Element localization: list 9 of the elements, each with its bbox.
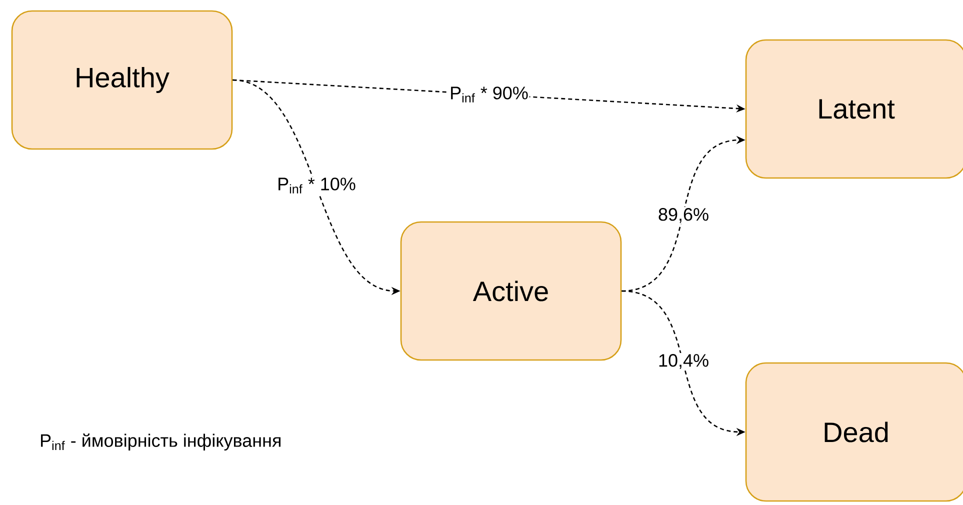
edge-label: 10,4%: [656, 353, 710, 370]
state-box: Latent: [745, 39, 963, 179]
note-text: P$_{inf}$ - ймовірність інфікування: [41, 433, 280, 451]
edge-label: 89,6%: [656, 207, 710, 224]
state-box: Dead: [745, 362, 963, 502]
edge-label: P$_{inf}$ * 10%: [276, 176, 357, 194]
edge-label: P$_{inf}$ * 90%: [448, 86, 530, 104]
state-box: Active: [400, 221, 622, 361]
state-box: Healthy: [11, 10, 233, 150]
